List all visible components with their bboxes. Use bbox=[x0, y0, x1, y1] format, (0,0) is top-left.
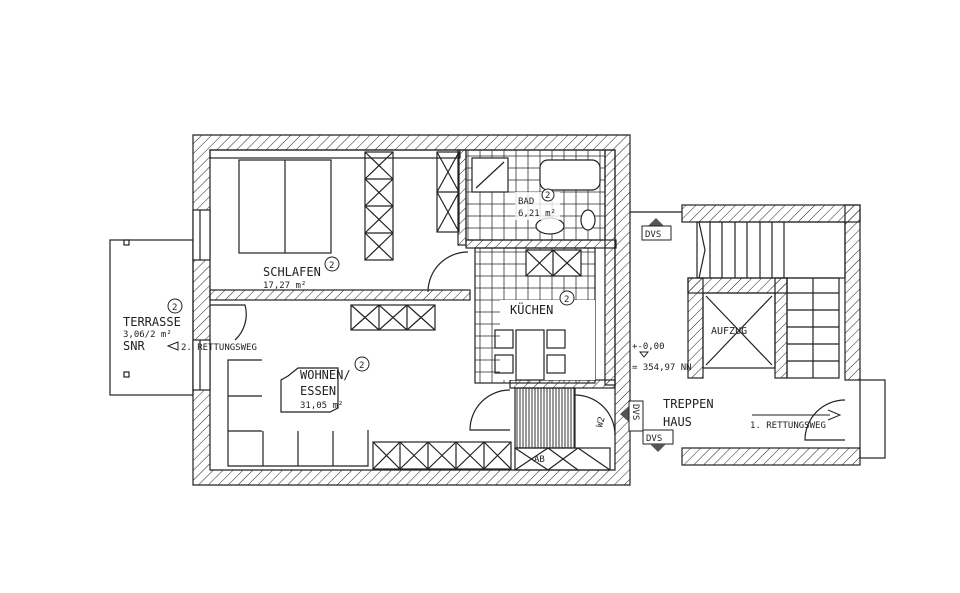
bathtub bbox=[539, 159, 601, 191]
sofa bbox=[227, 359, 369, 467]
wardrobe bbox=[364, 151, 460, 261]
escape-route-2: 2. RETTUNGSWEG bbox=[166, 341, 257, 353]
storage-stair bbox=[514, 387, 576, 449]
escape-route-label: 2. RETTUNGSWEG bbox=[181, 343, 257, 353]
level-absolute: = 354,97 NN bbox=[632, 363, 692, 373]
terrace-door[interactable] bbox=[210, 304, 247, 341]
room-marker: 2 bbox=[329, 261, 334, 271]
stairwell-label-2: HAUS bbox=[663, 415, 692, 429]
room-area: 17,27 m² bbox=[263, 281, 306, 291]
stairwell-walls bbox=[681, 204, 861, 466]
room-name-2: ESSEN bbox=[300, 384, 336, 398]
room-name: SCHLAFEN bbox=[263, 265, 321, 279]
dvs-marker: DVS bbox=[620, 400, 644, 432]
staircase bbox=[696, 221, 846, 379]
escape-route-1: 1. RETTUNGSWEG bbox=[750, 409, 842, 431]
stairwell-door[interactable] bbox=[804, 399, 846, 441]
dvs-marker: DVS bbox=[641, 218, 672, 241]
escape-route-label: 1. RETTUNGSWEG bbox=[750, 421, 826, 431]
room-kuechen: KÜCHEN 2 bbox=[510, 290, 575, 317]
coffee-table bbox=[280, 367, 339, 413]
dvs-label: DVS bbox=[630, 404, 640, 420]
room-name: WOHNEN/ bbox=[300, 368, 351, 382]
dvs-label: DVS bbox=[645, 230, 661, 240]
stairwell-label: TREPPEN bbox=[663, 397, 714, 411]
room-terrasse: 2 TERRASSE 3,06/2 m² SNR bbox=[123, 298, 183, 353]
room-marker: 2 bbox=[564, 295, 569, 305]
room-schlafen: SCHLAFEN 17,27 m² 2 bbox=[263, 256, 340, 291]
room-name: KÜCHEN bbox=[510, 301, 553, 317]
washbasin bbox=[535, 217, 565, 235]
room-name: TERRASSE bbox=[123, 315, 181, 329]
room-marker: 2 bbox=[172, 303, 177, 313]
living-door[interactable] bbox=[469, 389, 511, 431]
level-marker: +-0,00 = 354,97 NN bbox=[632, 342, 692, 373]
room-area: 6,21 m² bbox=[518, 209, 556, 219]
room-marker: 2 bbox=[359, 361, 364, 371]
elevator-label: AUFZUG bbox=[711, 326, 747, 337]
double-bed bbox=[238, 159, 332, 254]
sideboard bbox=[350, 304, 512, 470]
elevator-shaft bbox=[702, 292, 776, 369]
room-area: 31,05 m² bbox=[300, 401, 343, 411]
bedroom-door[interactable] bbox=[427, 251, 469, 293]
dining-table bbox=[515, 329, 545, 381]
room-wohnen: WOHNEN/ ESSEN 31,05 m² 2 bbox=[300, 356, 370, 411]
storage-label: AB bbox=[534, 455, 545, 465]
dvs-marker: DVS bbox=[642, 429, 674, 452]
room-area: 3,06/2 m² bbox=[123, 330, 172, 340]
toilet bbox=[580, 209, 596, 231]
room-marker: 2 bbox=[545, 191, 550, 201]
room-extra: SNR bbox=[123, 339, 145, 353]
dvs-label: DVS bbox=[646, 434, 662, 444]
room-bad: BAD 6,21 m² 2 bbox=[515, 188, 560, 220]
room-name: BAD bbox=[518, 197, 534, 207]
w2-label: W2 bbox=[595, 416, 607, 429]
level-relative: +-0,00 bbox=[632, 342, 665, 352]
